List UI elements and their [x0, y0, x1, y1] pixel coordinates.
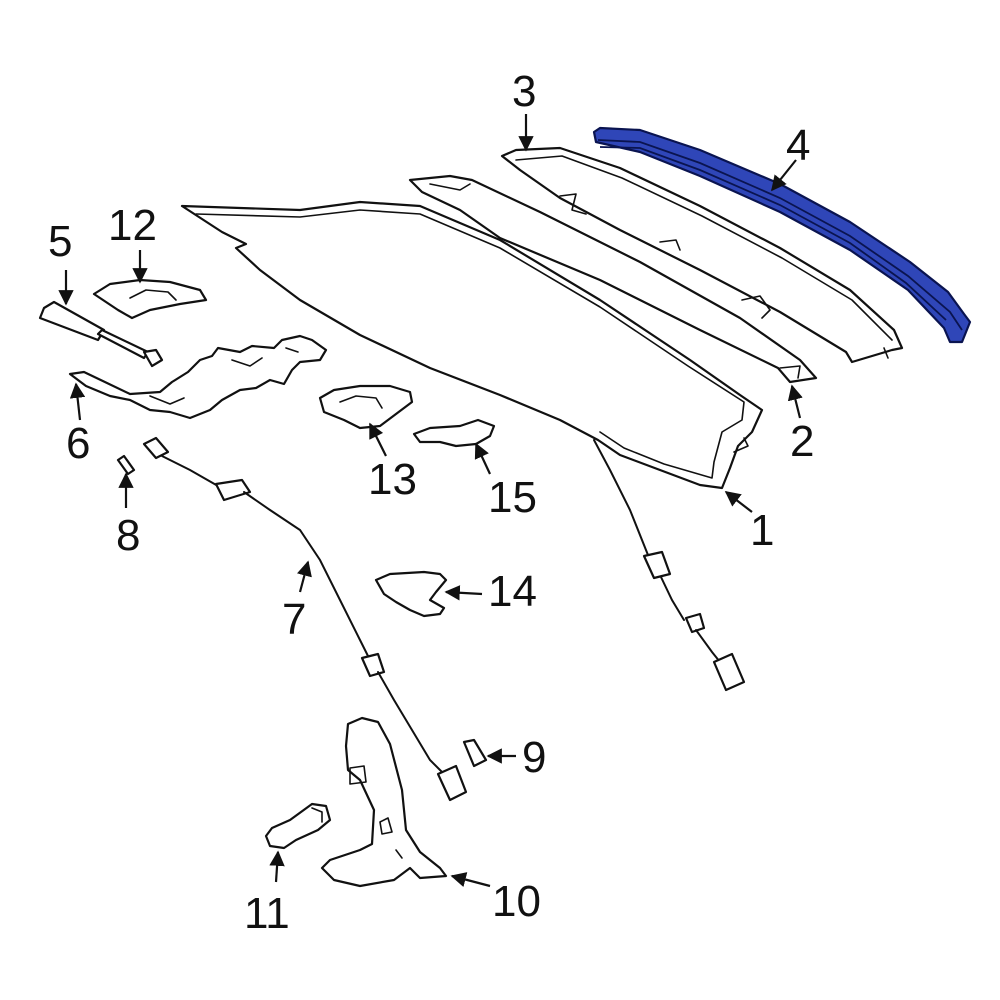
- callout-2: 2: [790, 417, 814, 466]
- part-9-clip[interactable]: [462, 738, 488, 768]
- leader-15: [474, 442, 491, 475]
- part-4-seal-highlighted[interactable]: [592, 126, 972, 344]
- leader-14: [444, 585, 483, 601]
- callout-4: 4: [786, 121, 810, 170]
- part-12-hinge-plate[interactable]: [92, 278, 208, 320]
- part-2-molding[interactable]: [408, 174, 818, 384]
- leader-4: [771, 159, 797, 192]
- leader-11: [269, 850, 285, 883]
- callout-11: 11: [244, 889, 290, 938]
- callout-1: 1: [750, 506, 774, 555]
- part-1-trunk-lid[interactable]: [180, 200, 764, 692]
- part-13-striker-plate[interactable]: [318, 384, 414, 430]
- callout-8: 8: [116, 511, 140, 560]
- part-7-release-cable[interactable]: [142, 436, 468, 802]
- part-3-spoiler[interactable]: [500, 146, 904, 364]
- callout-14: 14: [488, 567, 537, 616]
- part-10-latch-bracket[interactable]: [320, 716, 448, 888]
- leader-lines: [58, 114, 803, 888]
- part-14-bracket[interactable]: [374, 570, 448, 618]
- leader-7: [296, 560, 312, 593]
- part-15-latch[interactable]: [412, 418, 496, 448]
- callout-7: 7: [282, 595, 306, 644]
- leader-6: [69, 382, 86, 421]
- leader-2: [787, 384, 803, 419]
- callout-13: 13: [368, 455, 417, 504]
- callout-5: 5: [48, 217, 72, 266]
- callout-3: 3: [512, 67, 536, 116]
- callout-12: 12: [108, 201, 157, 250]
- callout-15: 15: [488, 473, 537, 522]
- leader-10: [450, 872, 491, 888]
- leader-13: [369, 422, 387, 457]
- callout-9: 9: [522, 733, 546, 782]
- part-8-clip[interactable]: [116, 454, 136, 476]
- part-11-stud[interactable]: [264, 802, 332, 850]
- callout-10: 10: [492, 877, 541, 926]
- callout-labels: 1 2 3 4 5 6 7 8 9 10 11 12 13 14 15: [48, 67, 814, 938]
- part-5-lift-strut[interactable]: [38, 300, 164, 368]
- part-6-hinge-bracket[interactable]: [68, 334, 328, 420]
- callout-6: 6: [66, 419, 90, 468]
- leader-1: [724, 491, 753, 513]
